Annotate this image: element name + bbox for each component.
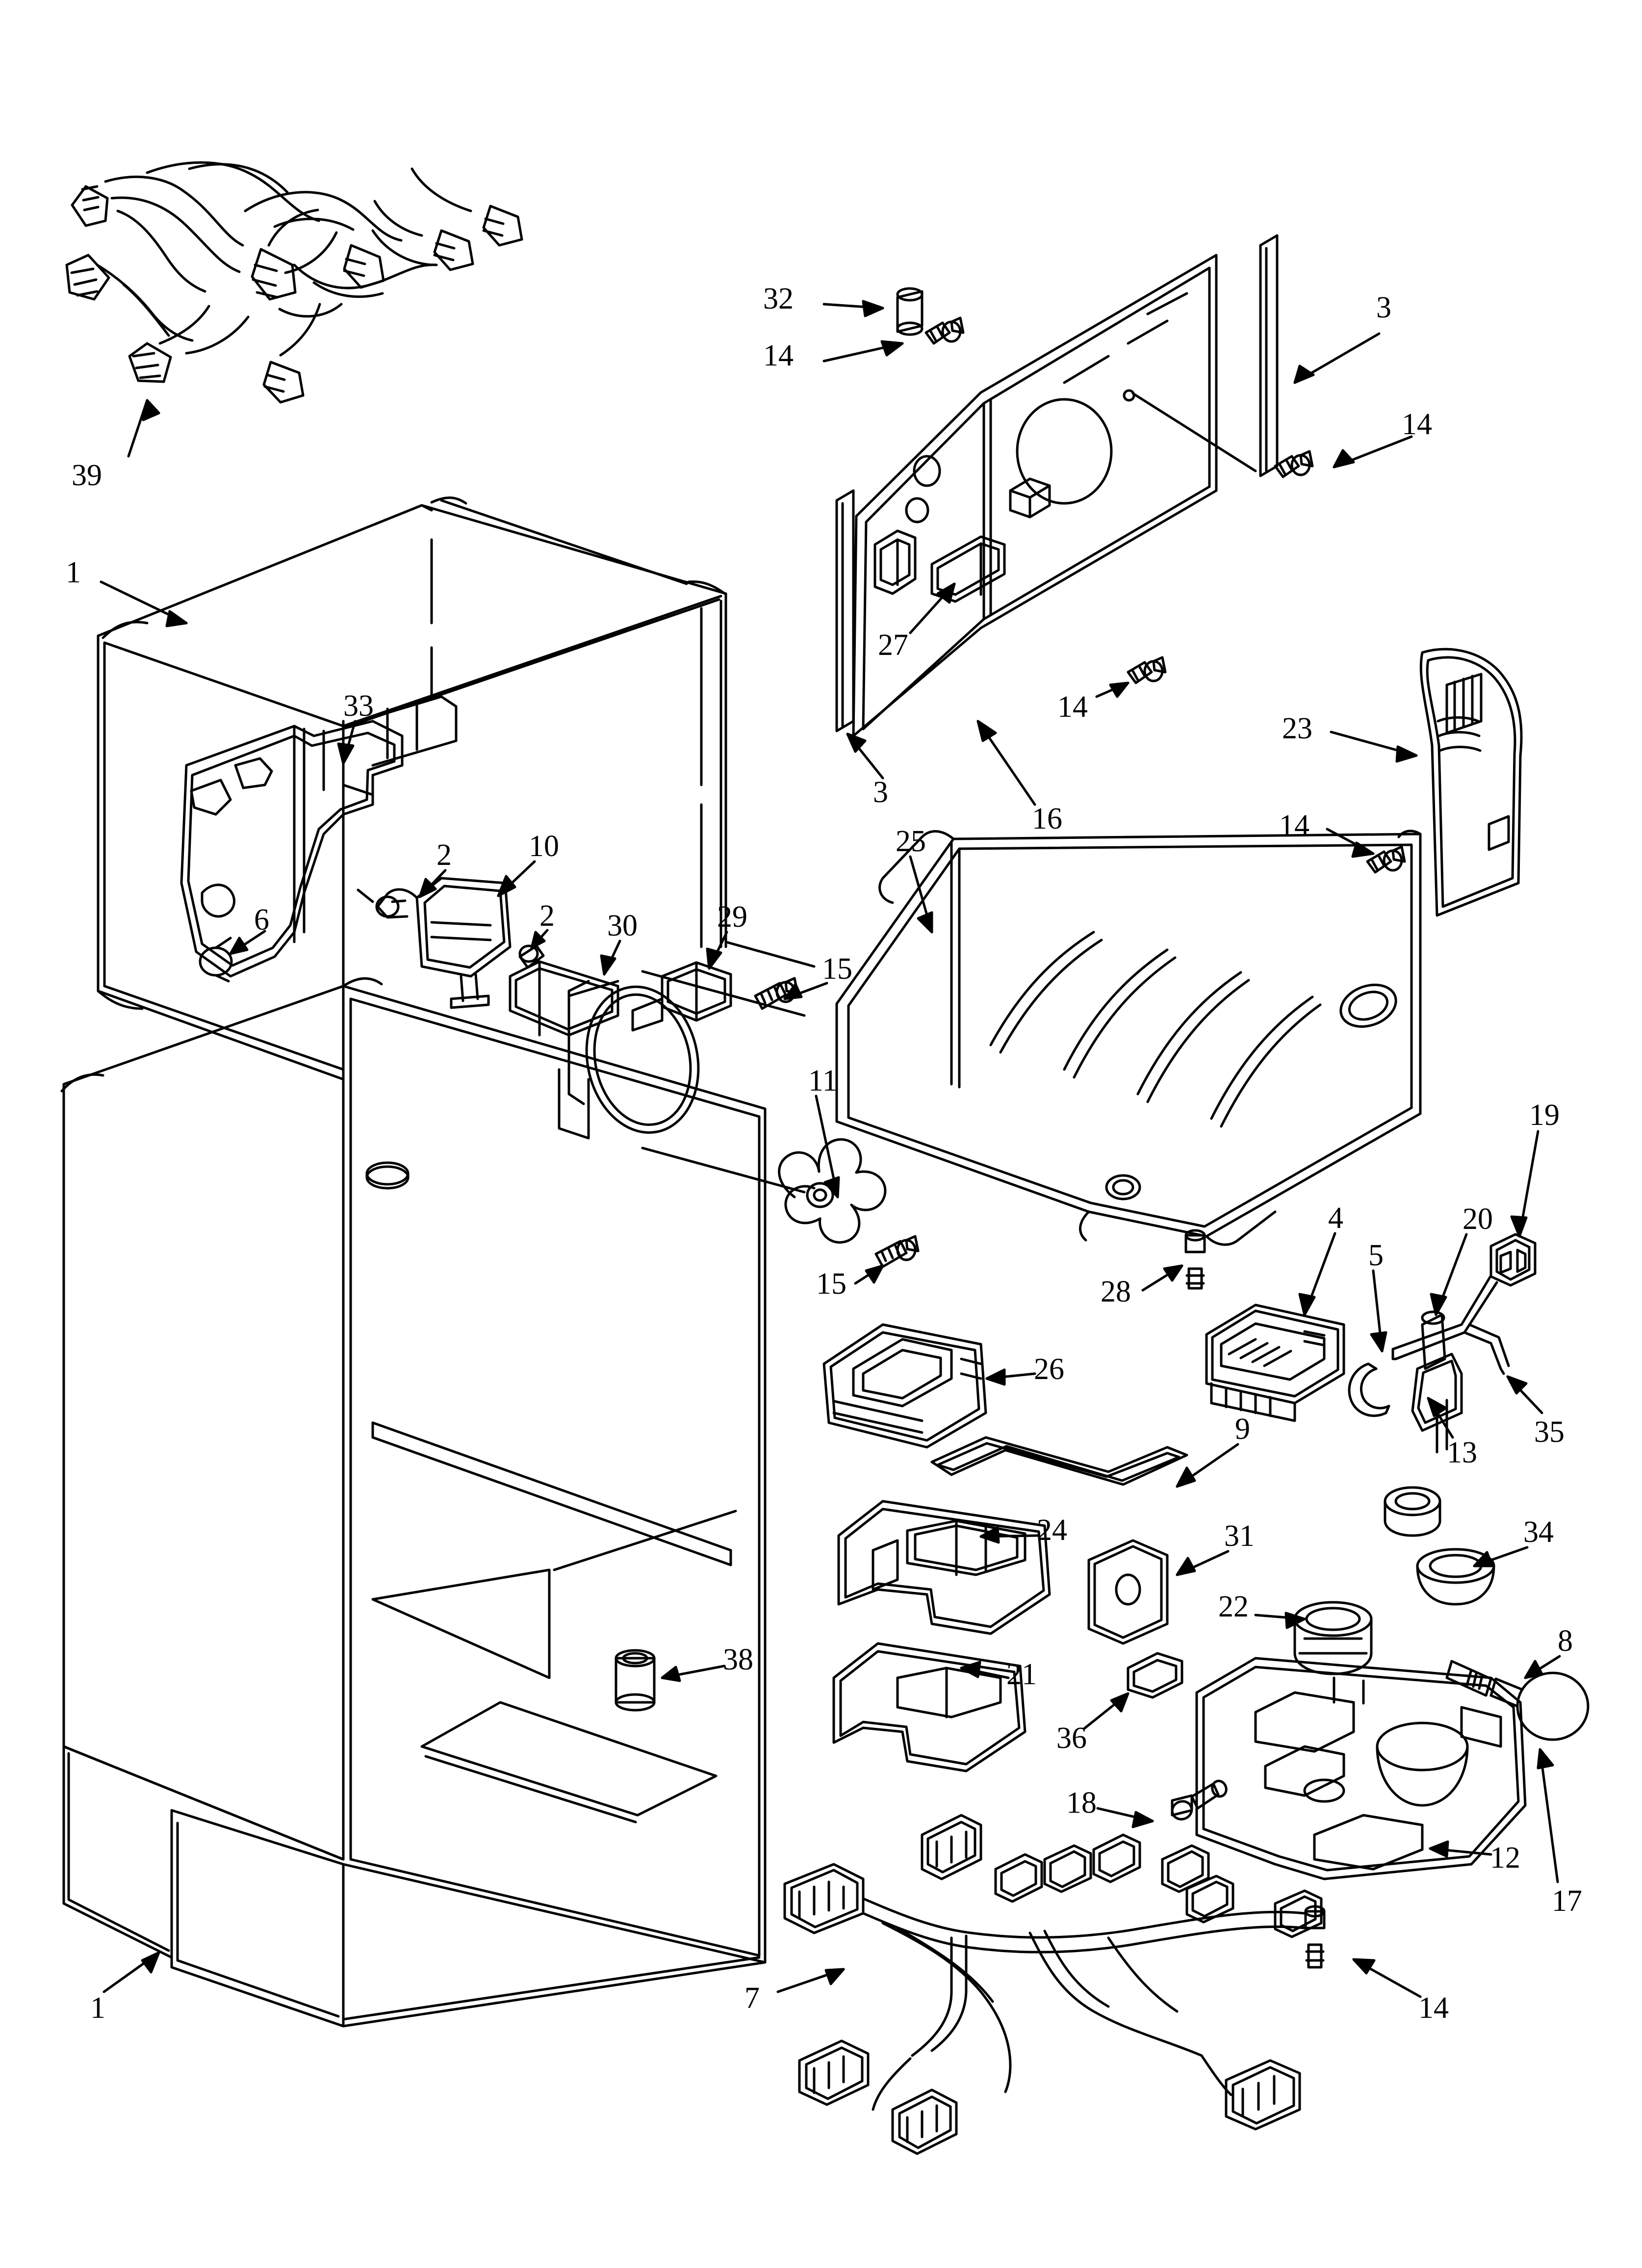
part-16-back-panel bbox=[852, 254, 1257, 737]
callout-22: 22 bbox=[1218, 1590, 1249, 1623]
callout-2-a: 2 bbox=[436, 838, 452, 872]
callout-4: 4 bbox=[1328, 1201, 1343, 1235]
callout-24: 24 bbox=[1037, 1513, 1067, 1547]
callout-6: 6 bbox=[254, 903, 269, 937]
callout-28: 28 bbox=[1101, 1275, 1131, 1308]
callout-31: 31 bbox=[1224, 1519, 1255, 1553]
callout-19: 19 bbox=[1529, 1098, 1560, 1132]
callout-11: 11 bbox=[808, 1064, 838, 1097]
part-35-wire bbox=[1391, 1274, 1510, 1375]
callout-26: 26 bbox=[1034, 1353, 1064, 1386]
callout-14-d: 14 bbox=[1279, 809, 1309, 842]
callout-1-a: 1 bbox=[66, 556, 81, 589]
part-33-bracket bbox=[180, 695, 458, 978]
part-24-bin bbox=[837, 1500, 1051, 1635]
callout-21: 21 bbox=[1006, 1658, 1037, 1691]
callout-27: 27 bbox=[878, 628, 908, 662]
callout-36: 36 bbox=[1056, 1721, 1087, 1755]
part-39-wire-harness bbox=[65, 161, 523, 404]
callout-30: 30 bbox=[607, 909, 638, 942]
callout-14-e: 14 bbox=[1418, 1991, 1449, 2025]
part-1-cabinet-liner bbox=[60, 496, 816, 2028]
part-9-rail bbox=[930, 1436, 1188, 1486]
callout-34: 34 bbox=[1523, 1515, 1554, 1549]
part-10-thermostat bbox=[375, 877, 512, 1009]
part-2-screws bbox=[357, 888, 545, 969]
part-34-cup bbox=[1416, 1548, 1495, 1606]
part-29-bracket bbox=[631, 961, 732, 1032]
part-25-pan bbox=[835, 830, 1422, 1246]
callout-25: 25 bbox=[896, 825, 926, 858]
callout-3-b: 3 bbox=[873, 776, 888, 809]
part-21-bin bbox=[832, 1642, 1026, 1773]
callout-15-b: 15 bbox=[816, 1267, 847, 1301]
part-28-screw bbox=[1184, 1229, 1206, 1290]
callout-3-a: 3 bbox=[1376, 291, 1391, 324]
part-14-screw-a bbox=[924, 316, 965, 345]
part-3-rail-right bbox=[1259, 234, 1279, 477]
part-12-housing bbox=[1195, 1657, 1527, 1880]
callout-7: 7 bbox=[744, 1981, 760, 2015]
callout-33: 33 bbox=[343, 689, 374, 723]
part-18-lamp bbox=[1171, 1779, 1228, 1821]
part-14-screw-b bbox=[1274, 450, 1314, 478]
callout-39: 39 bbox=[72, 459, 102, 492]
callout-38: 38 bbox=[723, 1643, 753, 1676]
part-26-cover bbox=[822, 1323, 987, 1449]
part-7-wire-harness bbox=[783, 1814, 1323, 2155]
callout-32: 32 bbox=[763, 282, 794, 315]
part-19-connector bbox=[1489, 1233, 1537, 1287]
part-3-rail-left bbox=[835, 489, 855, 732]
callout-9: 9 bbox=[1235, 1412, 1250, 1446]
callout-2-b: 2 bbox=[539, 899, 555, 933]
part-15-screw-lower bbox=[874, 1235, 920, 1268]
part-23-duct-cover bbox=[1419, 648, 1523, 917]
part-32-bushing-small bbox=[896, 287, 924, 336]
part-36-part bbox=[1127, 1652, 1183, 1699]
leader-lines bbox=[100, 300, 1561, 1998]
callout-14-a: 14 bbox=[763, 339, 794, 372]
part-4-control-board bbox=[1205, 1303, 1345, 1422]
part-11-fan-blade bbox=[558, 970, 887, 1244]
callout-18: 18 bbox=[1066, 1786, 1097, 1820]
callout-10: 10 bbox=[529, 830, 559, 863]
callout-23: 23 bbox=[1282, 712, 1312, 745]
callout-1-b: 1 bbox=[90, 1991, 105, 2025]
part-6-knob bbox=[199, 937, 233, 983]
part-38-bushing bbox=[615, 1649, 656, 1712]
part-14-screw-d bbox=[1366, 845, 1406, 874]
callout-12: 12 bbox=[1490, 1841, 1520, 1875]
part-5-clip bbox=[1348, 1362, 1390, 1417]
callout-14-c: 14 bbox=[1057, 690, 1088, 724]
callout-8: 8 bbox=[1558, 1624, 1573, 1658]
callout-13: 13 bbox=[1447, 1436, 1477, 1469]
callout-14-b: 14 bbox=[1402, 408, 1432, 441]
callout-17: 17 bbox=[1552, 1884, 1582, 1918]
callout-20: 20 bbox=[1462, 1202, 1493, 1236]
callout-16: 16 bbox=[1032, 802, 1062, 835]
callout-29: 29 bbox=[717, 900, 747, 934]
part-14-screw-c bbox=[1127, 656, 1167, 684]
part-13-socket bbox=[1384, 1486, 1441, 1537]
part-30-bracket bbox=[509, 960, 619, 1037]
part-31-plate bbox=[1087, 1539, 1169, 1645]
callout-35: 35 bbox=[1534, 1415, 1565, 1449]
callout-5: 5 bbox=[1368, 1239, 1384, 1272]
callout-15-a: 15 bbox=[822, 952, 852, 986]
